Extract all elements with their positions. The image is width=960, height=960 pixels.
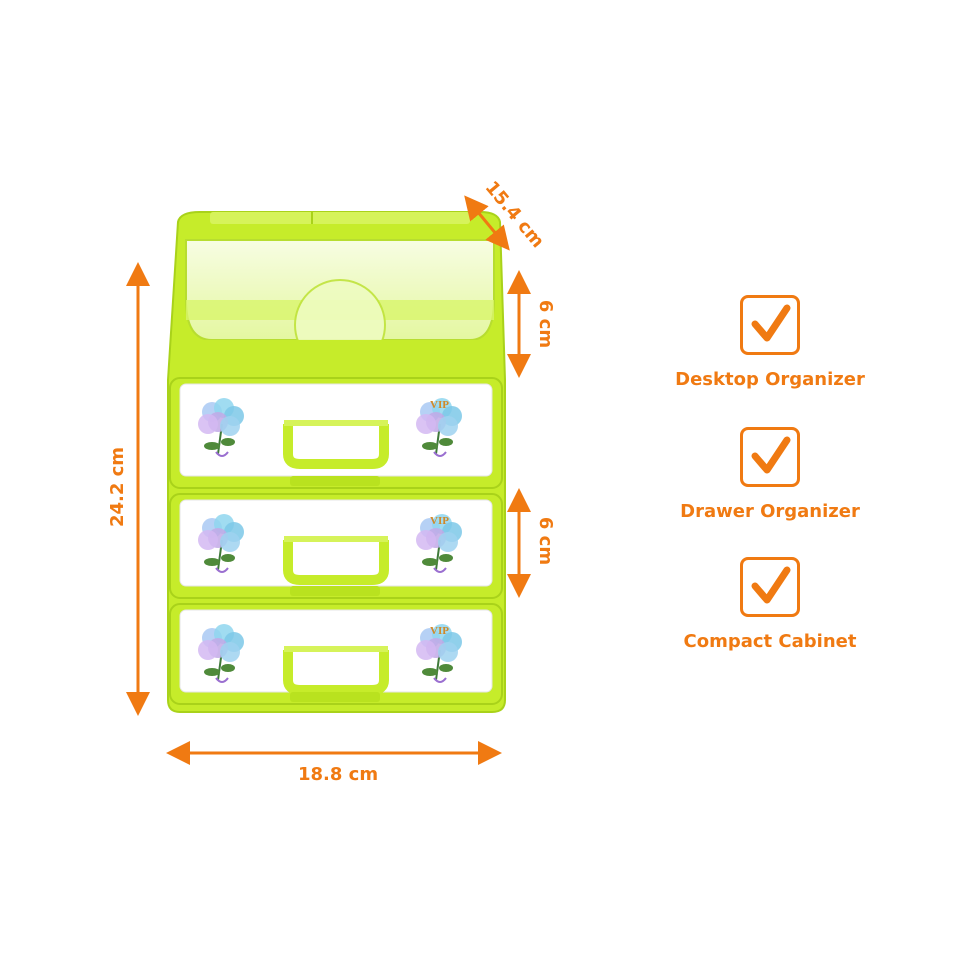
- feature-label: Drawer Organizer: [680, 501, 860, 522]
- feature-item-desktop-organizer: Desktop Organizer: [640, 295, 900, 390]
- feature-label: Desktop Organizer: [675, 369, 865, 390]
- drawer-handle: [283, 424, 389, 469]
- drawer: VIP: [169, 493, 503, 599]
- brand-logo: VIP: [430, 625, 449, 637]
- depth-arrow: [464, 195, 510, 251]
- flower-decoration: [198, 398, 244, 457]
- flower-decoration: [416, 398, 462, 457]
- feature-item-compact-cabinet: Compact Cabinet: [640, 557, 900, 652]
- drawer-height-label: 6 cm: [535, 516, 557, 566]
- width-label: 18.8 cm: [298, 764, 379, 785]
- feature-label: Compact Cabinet: [683, 631, 857, 652]
- drawer-stack: VIP VIP VIP: [169, 377, 503, 705]
- flower-decoration: [198, 514, 244, 573]
- checkmark-icon: [740, 427, 800, 487]
- brand-logo: VIP: [430, 515, 449, 527]
- top-compartment-height-label: 6 cm: [535, 299, 557, 349]
- height-label: 24.2 cm: [107, 446, 129, 528]
- flower-decoration: [198, 624, 244, 683]
- feature-item-drawer-organizer: Drawer Organizer: [640, 427, 900, 522]
- drawer-handle: [283, 540, 389, 585]
- flower-decoration: [416, 514, 462, 573]
- checkmark-icon: [740, 295, 800, 355]
- checkmark-icon: [740, 557, 800, 617]
- drawer: VIP: [169, 377, 503, 489]
- drawer: VIP: [169, 603, 503, 705]
- flower-decoration: [416, 624, 462, 683]
- brand-logo: VIP: [430, 399, 449, 411]
- drawer-handle: [283, 650, 389, 695]
- top-compartment-lid: [178, 239, 500, 376]
